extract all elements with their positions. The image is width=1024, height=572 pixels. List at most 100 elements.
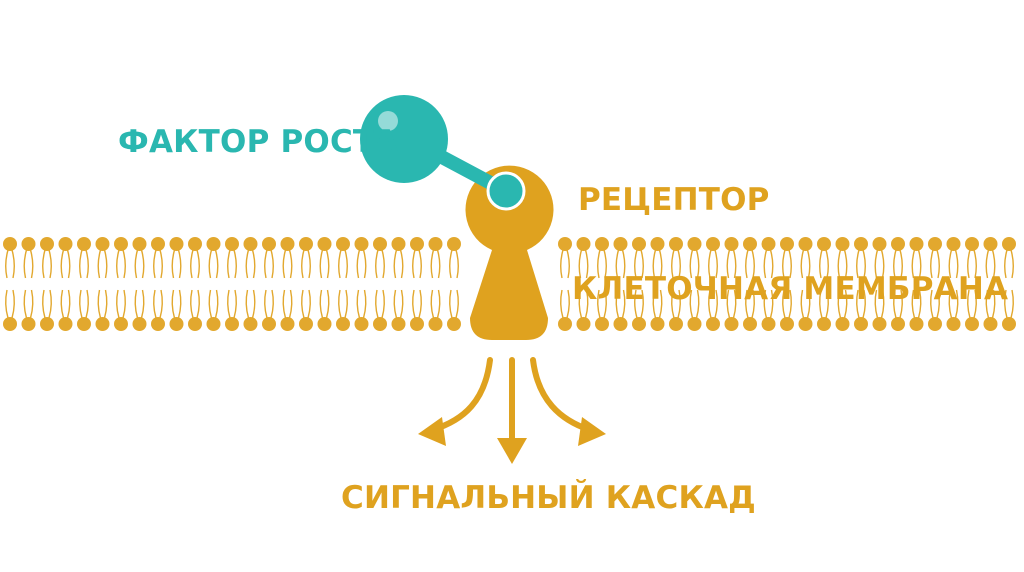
- lipid-tail: [436, 249, 441, 279]
- lipid-head-top: [983, 237, 998, 251]
- lipid-tail: [171, 289, 176, 319]
- lipid-tail: [899, 249, 903, 279]
- lipid-tail: [29, 289, 34, 319]
- lipid-tail: [159, 249, 163, 279]
- lipid-tail: [301, 249, 305, 279]
- lipid-head-bottom: [835, 317, 850, 331]
- lipid-head-top: [780, 237, 794, 251]
- lipid-head-bottom: [151, 317, 165, 331]
- lipid-tail: [991, 289, 996, 319]
- lipid-tail: [251, 249, 256, 279]
- lipid-tail: [449, 249, 453, 279]
- lipid-head-top: [650, 237, 665, 251]
- lipid-tail: [862, 249, 866, 279]
- lipid-tail: [103, 289, 108, 319]
- lipid-tail: [245, 289, 250, 319]
- lipid-tail: [48, 289, 52, 319]
- lipid-tail: [819, 249, 823, 279]
- lipid-tail: [985, 249, 990, 279]
- lipid-head-top: [243, 237, 258, 251]
- lipid-tail: [874, 249, 879, 279]
- lipid-head-bottom: [21, 317, 36, 331]
- lipid-tail: [264, 249, 268, 279]
- lipid-tail: [671, 289, 675, 319]
- lipid-head-top: [576, 237, 591, 251]
- lipid-tail: [800, 249, 805, 279]
- lipid-tail: [603, 289, 607, 319]
- lipid-tail: [66, 249, 71, 279]
- lipid-head-top: [817, 237, 831, 251]
- lipid-tail: [338, 289, 342, 319]
- lipid-head-bottom: [798, 317, 813, 331]
- lipid-tail: [936, 249, 940, 279]
- lipid-tail: [5, 289, 9, 319]
- lipid-tail: [584, 249, 589, 279]
- lipid-tail: [393, 289, 398, 319]
- lipid-head-top: [317, 237, 332, 251]
- lipid-tail: [634, 289, 638, 319]
- lipid-tail: [658, 249, 663, 279]
- lipid-tail: [430, 249, 435, 279]
- lipid-tail: [214, 289, 219, 319]
- lipid-tail: [196, 249, 200, 279]
- lipid-tail: [695, 249, 700, 279]
- signal-arrow-right: [530, 357, 593, 433]
- lipid-tail: [917, 249, 922, 279]
- lipid-head-bottom: [3, 317, 17, 331]
- lipid-tail: [307, 289, 311, 319]
- lipid-tail: [245, 249, 250, 279]
- lipid-head-top: [206, 237, 221, 251]
- lipid-tail: [270, 289, 274, 319]
- lipid-tail: [948, 249, 953, 279]
- lipid-tail: [208, 249, 213, 279]
- lipid-tail: [307, 249, 311, 279]
- lipid-head-top: [706, 237, 720, 251]
- lipid-tail: [973, 249, 977, 279]
- lipid-tail: [227, 249, 231, 279]
- lipid-head-top: [835, 237, 850, 251]
- cell-membrane-label: КЛЕТОЧНАЯ МЕМБРАНА: [572, 271, 1008, 307]
- lipid-head-bottom: [595, 317, 609, 331]
- lipid-head-bottom: [280, 317, 295, 331]
- lipid-head-bottom: [1002, 317, 1016, 331]
- lipid-tail: [23, 249, 28, 279]
- lipid-tail: [911, 289, 916, 319]
- lipid-tail: [270, 249, 274, 279]
- growth-factor-binding-head: [486, 171, 526, 211]
- lipid-tail: [714, 249, 718, 279]
- lipid-tail: [233, 249, 237, 279]
- lipid-head-top: [965, 237, 979, 251]
- lipid-tail: [615, 289, 620, 319]
- lipid-tail: [97, 249, 102, 279]
- lipid-head-bottom: [650, 317, 665, 331]
- lipid-head-bottom: [632, 317, 646, 331]
- lipid-tail: [843, 289, 848, 319]
- lipid-tail: [399, 249, 404, 279]
- lipid-tail: [782, 289, 786, 319]
- lipid-tail: [634, 249, 638, 279]
- lipid-head-top: [724, 237, 739, 251]
- lipid-tail: [122, 249, 126, 279]
- lipid-tail: [338, 249, 342, 279]
- lipid-head-bottom: [317, 317, 332, 331]
- lipid-tail: [325, 249, 330, 279]
- lipid-tail: [122, 289, 126, 319]
- lipid-tail: [708, 249, 712, 279]
- lipid-tail: [79, 289, 83, 319]
- lipid-tail: [930, 289, 934, 319]
- lipid-head-bottom: [299, 317, 313, 331]
- lipid-tail: [652, 249, 657, 279]
- lipid-tail: [806, 289, 811, 319]
- lipid-tail: [319, 289, 324, 319]
- lipid-head-bottom: [77, 317, 91, 331]
- lipid-tail: [153, 289, 157, 319]
- lipid-head-top: [928, 237, 942, 251]
- lipid-head-top: [447, 237, 461, 251]
- lipid-tail: [782, 249, 786, 279]
- signal-arrows: [429, 357, 593, 443]
- cell-membrane-bilayer: [3, 237, 1016, 331]
- lipid-tail: [430, 289, 435, 319]
- lipid-head-top: [114, 237, 128, 251]
- signal-cascade-label: СИГНАЛЬНЫЙ КАСКАД: [341, 480, 756, 516]
- lipid-head-bottom: [983, 317, 998, 331]
